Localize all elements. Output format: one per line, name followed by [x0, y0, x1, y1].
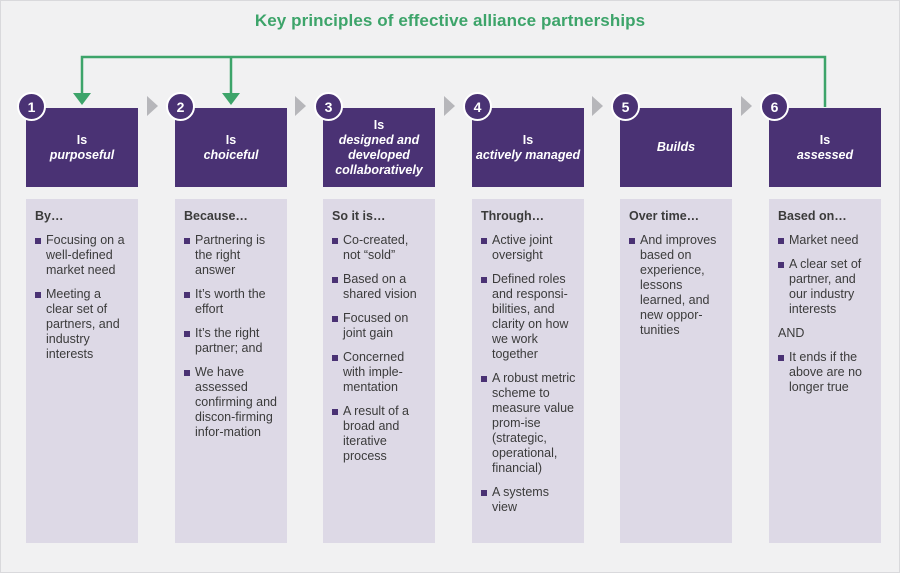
bullet-item: A result of a broad and iterative proces… [332, 404, 427, 464]
header-text: Is [522, 132, 534, 147]
feedback-line [80, 55, 827, 107]
step-number-badge: 4 [463, 92, 492, 121]
bullet-item: And improves based on experience, lesson… [629, 233, 724, 338]
panel-intro: Through… [481, 209, 545, 223]
step-number-badge: 6 [760, 92, 789, 121]
header-text: Is [225, 132, 237, 147]
principle-detail-panel: So it is… Co-created, not “sold” Based on … [323, 199, 435, 543]
bullet-item: Active joint oversight [481, 233, 576, 263]
bullet-item: Market need [778, 233, 873, 248]
header-text: Is [373, 117, 385, 132]
connector-text: AND [778, 326, 805, 340]
chevron-right-icon [741, 96, 752, 116]
header-emphasis: Builds [656, 140, 696, 154]
step-number-badge: 3 [314, 92, 343, 121]
principle-detail-panel: By… Focusing on a well-defined market nee… [26, 199, 138, 543]
bullet-item: A clear set of partner, and our industry… [778, 257, 873, 317]
principle-detail-panel: Based on… Market need A clear set of partn… [769, 199, 881, 543]
bullet-item: Focused on joint gain [332, 311, 427, 341]
panel-intro: Based on… [778, 209, 847, 223]
bullet-item: Meeting a clear set of partners, and ind… [35, 287, 130, 362]
bullet-item: A robust metric scheme to measure value … [481, 371, 576, 476]
step-number-badge: 1 [17, 92, 46, 121]
principle-detail-panel: Over time… And improves based on experien… [620, 199, 732, 543]
bullet-item: Co-created, not “sold” [332, 233, 427, 263]
bullet-item: It ends if the above are no longer true [778, 350, 873, 395]
header-emphasis: choiceful [203, 147, 259, 162]
header-text: Is [76, 132, 88, 147]
chevron-right-icon [147, 96, 158, 116]
chevron-right-icon [295, 96, 306, 116]
bullet-item: We have assessed confirming and discon-f… [184, 365, 279, 440]
bullet-item: Focusing on a well-defined market need [35, 233, 130, 278]
header-emphasis: designed and developed collaboratively [335, 132, 423, 177]
principle-header: Builds [620, 108, 732, 187]
bullet-item: Partnering is the right answer [184, 233, 279, 278]
header-emphasis: purposeful [49, 147, 115, 162]
panel-intro: By… [35, 209, 64, 223]
header-emphasis: assessed [796, 147, 854, 162]
panel-intro: Because… [184, 209, 248, 223]
bullet-item: Based on a shared vision [332, 272, 427, 302]
arrowhead-to-1 [73, 93, 91, 105]
panel-intro: So it is… [332, 209, 386, 223]
step-number-badge: 5 [611, 92, 640, 121]
chevron-right-icon [592, 96, 603, 116]
header-emphasis: actively managed [475, 147, 581, 162]
bullet-item: A systems view [481, 485, 576, 515]
bullet-item: It’s worth the effort [184, 287, 279, 317]
panel-intro: Over time… [629, 209, 700, 223]
bullet-item: Defined roles and responsi-bilities, and… [481, 272, 576, 362]
arrowhead-to-2 [222, 93, 240, 105]
bullet-item: Concerned with imple-mentation [332, 350, 427, 395]
header-text: Is [819, 132, 831, 147]
chevron-right-icon [444, 96, 455, 116]
bullet-item: It’s the right partner; and [184, 326, 279, 356]
diagram-title: Key principles of effective alliance par… [254, 11, 646, 30]
step-number-badge: 2 [166, 92, 195, 121]
